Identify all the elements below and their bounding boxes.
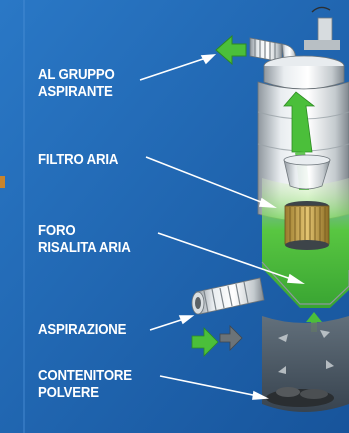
dust-pile [266, 387, 334, 407]
top-cap [263, 6, 345, 90]
label-aspirazione: ASPIRAZIONE [38, 321, 126, 338]
label-line: FILTRO ARIA [38, 151, 119, 168]
label-contenitore-polvere: CONTENITORE POLVERE [38, 367, 132, 401]
label-line: FORO [38, 222, 76, 239]
pointer-lines [139, 54, 305, 400]
inlet-arrow-dark-icon [219, 325, 243, 351]
label-foro-risalita-aria: FORO RISALITA ARIA [38, 222, 131, 256]
filter-funnel-top [283, 154, 331, 166]
label-filtro-aria: FILTRO ARIA [38, 151, 118, 168]
inlet-arrow-icon [191, 327, 219, 357]
label-al-gruppo-aspirante: AL GRUPPO ASPIRANTE [38, 66, 115, 100]
outlet-arrow-icon [215, 34, 247, 66]
upflow-small-arrow [306, 312, 322, 332]
air-filter-cartridge [284, 201, 330, 250]
left-edge-tab [0, 176, 5, 188]
label-line: CONTENITORE [38, 367, 132, 384]
cone-section [261, 261, 349, 305]
inlet-hose [191, 277, 265, 315]
label-line: AL GRUPPO [38, 66, 115, 83]
label-line: ASPIRANTE [38, 83, 113, 100]
label-line: POLVERE [38, 384, 99, 401]
label-line: ASPIRAZIONE [38, 321, 127, 338]
label-line: RISALITA ARIA [38, 239, 131, 256]
swirl-arrows [278, 330, 334, 374]
